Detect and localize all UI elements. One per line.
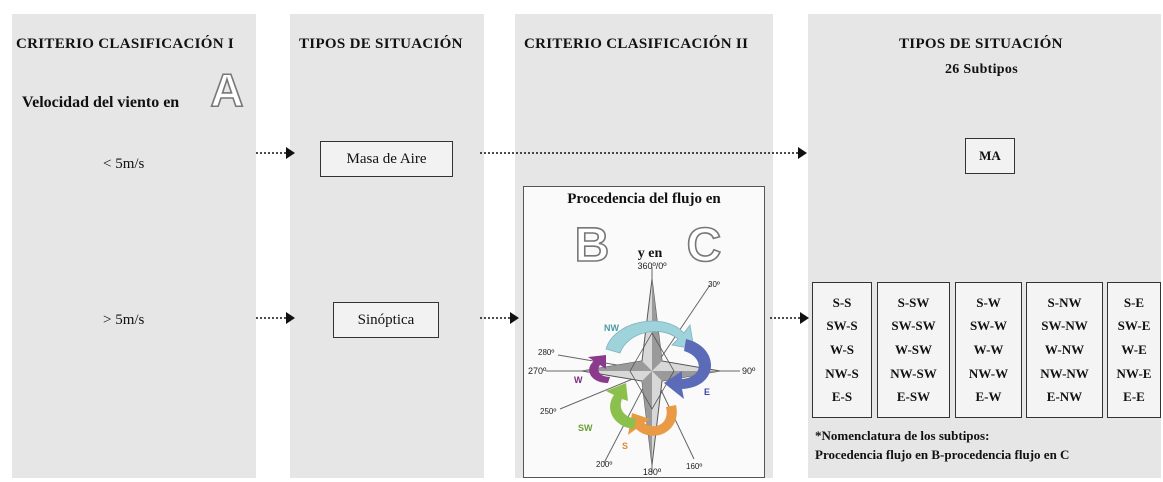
sw-label: SW bbox=[578, 423, 593, 433]
subtype-item: E-SW bbox=[896, 389, 931, 405]
subtype-item: SW-SW bbox=[891, 318, 936, 334]
ma-box: MA bbox=[965, 138, 1015, 174]
subtypes-title: TIPOS DE SITUACIÓN bbox=[899, 36, 1063, 52]
subtype-group-w: S-W SW-W W-W NW-W E-W bbox=[955, 282, 1022, 418]
deg-360-label: 360º/0º bbox=[637, 261, 667, 271]
subtype-item: W-S bbox=[829, 341, 855, 357]
nw-label: NW bbox=[604, 323, 619, 333]
subtype-item: S-W bbox=[976, 294, 1001, 310]
air-mass-label: Masa de Aire bbox=[346, 150, 427, 167]
deg-200-label: 200º bbox=[596, 460, 612, 469]
nw-flow-arrow bbox=[605, 320, 695, 354]
criterion-2-title: CRITERIO CLASIFICACIÓN II bbox=[524, 36, 749, 52]
letter-c-text: C bbox=[687, 219, 722, 267]
speed-low: < 5m/s bbox=[103, 156, 145, 172]
subtype-group-e: S-E SW-E W-E NW-E E-E bbox=[1107, 282, 1161, 418]
w-flow-arrow bbox=[588, 355, 610, 383]
subtype-item: E-E bbox=[1123, 389, 1145, 405]
subtypes-count: 26 Subtipos bbox=[945, 62, 1018, 77]
subtype-group-nw: S-NW SW-NW W-NW NW-NW E-NW bbox=[1026, 282, 1103, 418]
deg-180-label: 180º bbox=[643, 467, 662, 477]
e-flow-arrow bbox=[664, 339, 712, 399]
subtype-group-s: S-S SW-S W-S NW-S E-S bbox=[812, 282, 872, 418]
ma-label: MA bbox=[979, 148, 1001, 163]
w-label: W bbox=[574, 375, 583, 385]
arrow-air-mass-to-ma bbox=[480, 147, 807, 159]
letter-a-outline: A bbox=[210, 66, 245, 110]
criterion-1-title: CRITERIO CLASIFICACIÓN I bbox=[16, 36, 235, 52]
wind-speed-label: Velocidad del viento en bbox=[22, 94, 180, 111]
subtype-item: E-W bbox=[975, 389, 1002, 405]
subtype-item: NW-E bbox=[1116, 365, 1152, 381]
arrow-high-to-synoptic bbox=[256, 312, 295, 324]
speed-high: > 5m/s bbox=[103, 312, 145, 328]
subtype-item: E-NW bbox=[1046, 389, 1083, 405]
subtype-item: NW-SW bbox=[890, 365, 937, 381]
sw-flow-arrow bbox=[606, 383, 636, 429]
subtype-item: NW-S bbox=[825, 365, 859, 381]
subtype-item: SW-E bbox=[1117, 318, 1151, 334]
subtype-item: SW-NW bbox=[1041, 318, 1088, 334]
column-criterion-1 bbox=[12, 14, 256, 478]
letter-b-text: B bbox=[575, 219, 610, 267]
nomenclature-note-body: Procedencia flujo en B-procedencia flujo… bbox=[815, 447, 1070, 462]
situation-types-title: TIPOS DE SITUACIÓN bbox=[299, 36, 463, 52]
subtype-item: S-SW bbox=[897, 294, 930, 310]
synoptic-label: Sinóptica bbox=[357, 311, 415, 328]
subtype-item: E-S bbox=[831, 389, 853, 405]
deg-280-label: 280º bbox=[538, 348, 554, 357]
subtype-item: W-E bbox=[1121, 341, 1147, 357]
subtype-item: NW-W bbox=[968, 365, 1009, 381]
subtype-group-sw: S-SW SW-SW W-SW NW-SW E-SW bbox=[877, 282, 950, 418]
subtype-item: SW-W bbox=[969, 318, 1008, 334]
deg-30-label: 30º bbox=[708, 280, 720, 289]
deg-90-label: 90º bbox=[742, 366, 756, 376]
deg-270-label: 270º bbox=[528, 366, 547, 376]
nomenclature-note-title: *Nomenclatura de los subtipos: bbox=[815, 428, 990, 443]
deg-160-label: 160º bbox=[686, 462, 702, 471]
arrow-flow-to-subtypes bbox=[770, 312, 809, 324]
column-situation-types bbox=[290, 14, 484, 478]
flow-origin-panel: Procedencia del flujo en B y en C bbox=[523, 186, 765, 478]
subtype-item: W-NW bbox=[1044, 341, 1085, 357]
arrow-low-to-air-mass bbox=[256, 147, 295, 159]
air-mass-box: Masa de Aire bbox=[320, 141, 453, 177]
letters-b-c: B y en C bbox=[574, 218, 722, 267]
subtype-item: W-W bbox=[973, 341, 1004, 357]
wind-rose: 360º/0º 30º 90º 160º 180º 200º 250º 270º… bbox=[528, 261, 756, 477]
s-flow-arrow bbox=[628, 405, 677, 436]
subtype-item: SW-S bbox=[826, 318, 858, 334]
subtype-item: NW-NW bbox=[1040, 365, 1089, 381]
subtype-item: S-E bbox=[1123, 294, 1145, 310]
arrow-synoptic-to-flow bbox=[480, 312, 519, 324]
subtype-item: S-S bbox=[832, 294, 852, 310]
flow-origin-title: Procedencia del flujo en bbox=[567, 191, 721, 207]
letter-a-text: A bbox=[210, 66, 243, 110]
synoptic-box: Sinóptica bbox=[333, 302, 439, 338]
deg-250-label: 250º bbox=[540, 407, 556, 416]
and-text: y en bbox=[638, 246, 663, 261]
subtype-item: S-NW bbox=[1047, 294, 1082, 310]
subtype-item: W-SW bbox=[894, 341, 933, 357]
s-label: S bbox=[622, 441, 628, 451]
e-label: E bbox=[704, 387, 710, 397]
